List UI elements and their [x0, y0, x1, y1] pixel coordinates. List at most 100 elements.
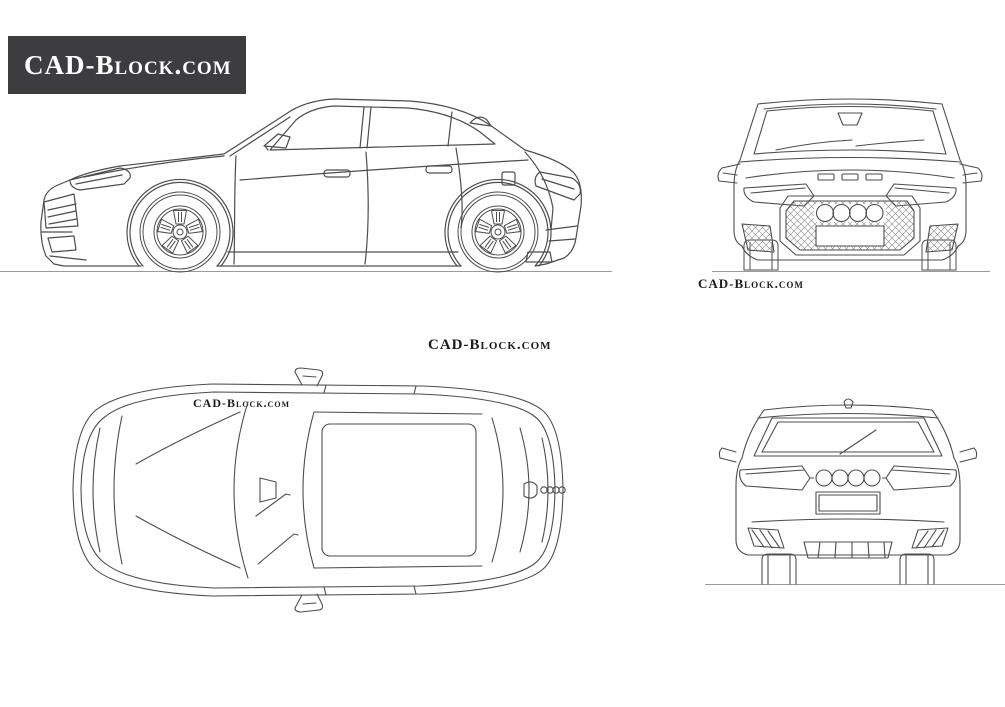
antenna-fin-rear	[843, 398, 854, 409]
roof-line	[757, 98, 943, 110]
diffuser	[803, 541, 893, 559]
rear-bumper-lines	[545, 225, 578, 242]
body-side-right	[957, 159, 967, 247]
side-mirror	[263, 133, 291, 151]
headlight-right	[885, 183, 957, 207]
car-front-view-drawing	[717, 98, 983, 271]
rear-door-seam	[455, 147, 463, 229]
rear-arch-cladding	[444, 178, 552, 267]
license-plate-rear-inner	[818, 494, 878, 512]
rear-right-tire	[899, 553, 935, 585]
hood-crease-top	[135, 411, 241, 465]
shoulder-line	[739, 156, 961, 163]
taillight-side	[534, 171, 581, 201]
side-glass	[269, 105, 496, 151]
mirror-tip-right	[959, 447, 978, 463]
ground-line-side-view	[0, 271, 612, 272]
watermark-on-top-view: CAD-Block.com	[193, 396, 291, 410]
hatch-seam	[524, 151, 554, 231]
roof-front-edge	[302, 411, 315, 569]
body-side-right	[931, 409, 961, 541]
audi-rings-rear	[815, 469, 881, 487]
spoiler-edge	[541, 437, 549, 543]
bonnet-slit-2	[841, 173, 859, 181]
rear-window-rear	[519, 427, 530, 553]
rear-window	[753, 417, 943, 457]
top-outline-outer	[72, 383, 564, 597]
front-bumper-lines	[41, 231, 87, 261]
headlight-left	[743, 183, 815, 207]
car-body-top	[72, 367, 566, 613]
front-wheel	[140, 192, 220, 272]
watermark-under-front-view: CAD-Block.com	[698, 276, 804, 291]
bonnet-slit-1	[817, 173, 835, 181]
fuel-door	[501, 171, 516, 186]
mirror-right	[959, 163, 983, 184]
mirror-top-side	[294, 367, 324, 387]
rear-door-handle	[425, 165, 453, 174]
hood-crease-bottom	[135, 515, 241, 569]
grille-frame	[779, 195, 921, 256]
taillight-right	[885, 465, 957, 491]
site-logo-text: CAD-Block.com	[24, 49, 232, 80]
c-pillar-divider	[447, 111, 453, 147]
license-plate-front	[815, 225, 885, 247]
roof-antenna-fin	[469, 116, 492, 127]
body-side-left	[735, 409, 765, 541]
door-seams-top	[323, 384, 417, 596]
wiper-2	[257, 533, 299, 565]
reflector-right	[911, 527, 949, 549]
mirror-left	[717, 163, 741, 184]
front-arch-cladding	[126, 178, 234, 267]
rear-wheel	[458, 192, 538, 272]
interior-mirror-top	[259, 477, 277, 503]
taillight-left	[739, 465, 811, 491]
interior-mirror	[837, 112, 863, 126]
roof-panel	[321, 423, 477, 557]
hood-seam	[83, 155, 225, 178]
rear-wheel-arch	[447, 181, 549, 267]
front-door-seam	[364, 151, 369, 265]
rear-left-tire	[761, 553, 797, 585]
side-body-outline	[40, 98, 582, 265]
body-crease	[239, 159, 529, 181]
top-outline-inner	[80, 391, 556, 589]
headlight-side	[69, 167, 131, 191]
intake-right	[925, 223, 959, 253]
mirror-tip-left	[718, 447, 737, 463]
roof-side-edges	[313, 411, 483, 569]
audi-rings-front	[815, 203, 884, 223]
car-body-side	[40, 98, 582, 267]
car-side-view-drawing	[40, 98, 582, 275]
grille-side	[43, 193, 79, 229]
front-bumper-seam	[92, 427, 101, 553]
audi-rings-top	[540, 486, 566, 494]
hood-cut-line	[745, 169, 955, 179]
front-fender-seam	[233, 155, 237, 265]
windshield-base	[233, 401, 249, 579]
rear-wiper	[839, 429, 877, 455]
antenna-fin-top	[523, 481, 538, 499]
car-body-rear	[718, 398, 978, 585]
car-body-front	[717, 98, 983, 261]
reflector-left	[747, 527, 785, 549]
hood-front-edge	[113, 415, 123, 565]
watermark-center: CAD-Block.com	[428, 337, 552, 353]
b-pillar	[359, 106, 372, 149]
wipers	[775, 139, 925, 151]
ground-line-rear-view	[705, 584, 1005, 585]
roof-line-rear	[757, 404, 939, 419]
car-top-view-drawing	[72, 367, 566, 613]
windshield	[753, 105, 947, 155]
bumper-corners	[735, 539, 961, 556]
mirror-bottom-side	[294, 593, 324, 613]
windshield-line	[229, 116, 291, 157]
license-plate-rear	[815, 491, 881, 515]
body-side-left	[733, 159, 743, 247]
ground-line-front-view	[712, 271, 990, 272]
bonnet-slit-3	[865, 173, 883, 181]
hatch-lower-seam	[751, 518, 945, 523]
wiper-1	[255, 493, 291, 517]
site-logo-banner: CAD-Block.com	[8, 36, 246, 94]
